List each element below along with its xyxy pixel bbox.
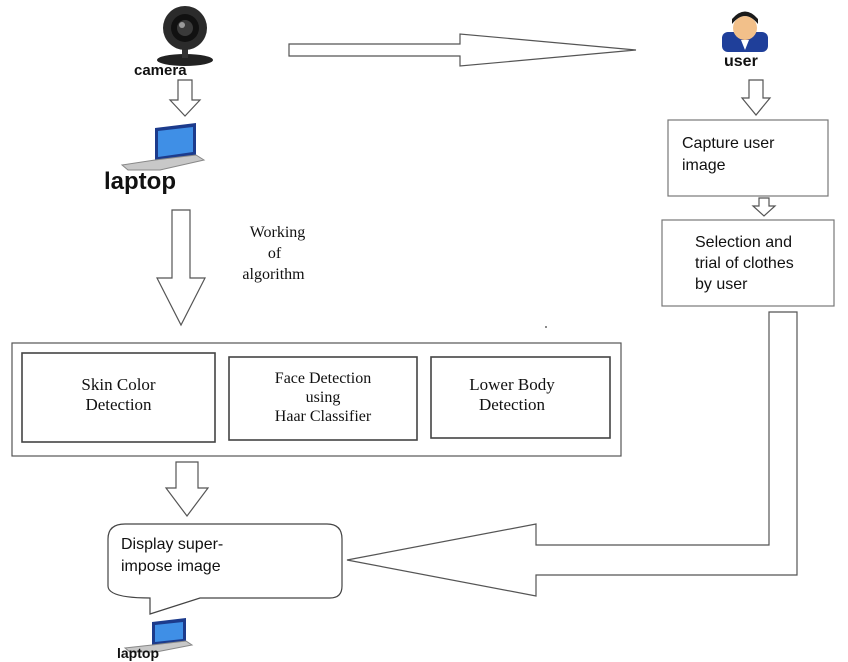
webcam-icon (157, 6, 213, 66)
skin-line-2: Detection (85, 395, 152, 414)
skin-color-text: Skin Color Detection (22, 375, 215, 415)
skin-color-box (21, 352, 216, 443)
capture-line-1: Capture user (682, 135, 775, 152)
selection-line-1: Selection and (695, 234, 792, 251)
working-line-1: Working (249, 224, 306, 241)
working-of-algorithm-label: Working of algorithm (230, 222, 325, 285)
face-line-3: Haar Classifier (274, 408, 372, 425)
display-line-2: impose image (121, 558, 221, 575)
user-avatar-icon (722, 11, 768, 52)
selection-trial-text: Selection and trial of clothes by user (695, 232, 794, 295)
lower-line-1: Lower Body (469, 375, 555, 394)
lower-body-text: Lower Body Detection (431, 375, 593, 415)
lower-line-2: Detection (478, 395, 546, 414)
display-line-1: Display super- (121, 536, 224, 553)
arrow-algorithm-to-display (164, 461, 210, 517)
capture-image-box (667, 119, 829, 197)
arrow-user-to-capture (740, 79, 772, 116)
selection-line-2: trial of clothes (695, 255, 794, 272)
laptop-label: laptop (104, 168, 176, 195)
selection-line-3: by user (695, 276, 748, 293)
display-superimpose-text: Display super- impose image (121, 534, 223, 578)
capture-line-2: image (682, 157, 726, 174)
laptop-icon (123, 618, 194, 653)
display-bubble (107, 523, 343, 615)
face-detection-box (228, 356, 418, 441)
laptop-icon (120, 123, 206, 171)
lower-body-box (430, 356, 611, 439)
capture-image-text: Capture user image (682, 133, 775, 177)
skin-line-1: Skin Color (81, 375, 156, 394)
camera-label: camera (134, 62, 187, 79)
face-line-1: Face Detection (274, 370, 372, 387)
arrow-camera-to-laptop (168, 79, 202, 117)
working-line-2: of (267, 245, 282, 262)
face-detection-text: Face Detection using Haar Classifier (229, 369, 417, 426)
face-line-2: using (305, 389, 341, 406)
arrow-capture-to-selection (751, 197, 777, 217)
arrow-camera-to-user (288, 33, 637, 67)
arrow-laptop-to-algorithm (156, 209, 206, 327)
arrow-selection-to-display (346, 311, 798, 597)
user-label: user (724, 53, 758, 70)
laptop-bottom-label: laptop (117, 645, 159, 661)
working-line-3: algorithm (242, 266, 305, 283)
selection-trial-box (661, 219, 835, 307)
